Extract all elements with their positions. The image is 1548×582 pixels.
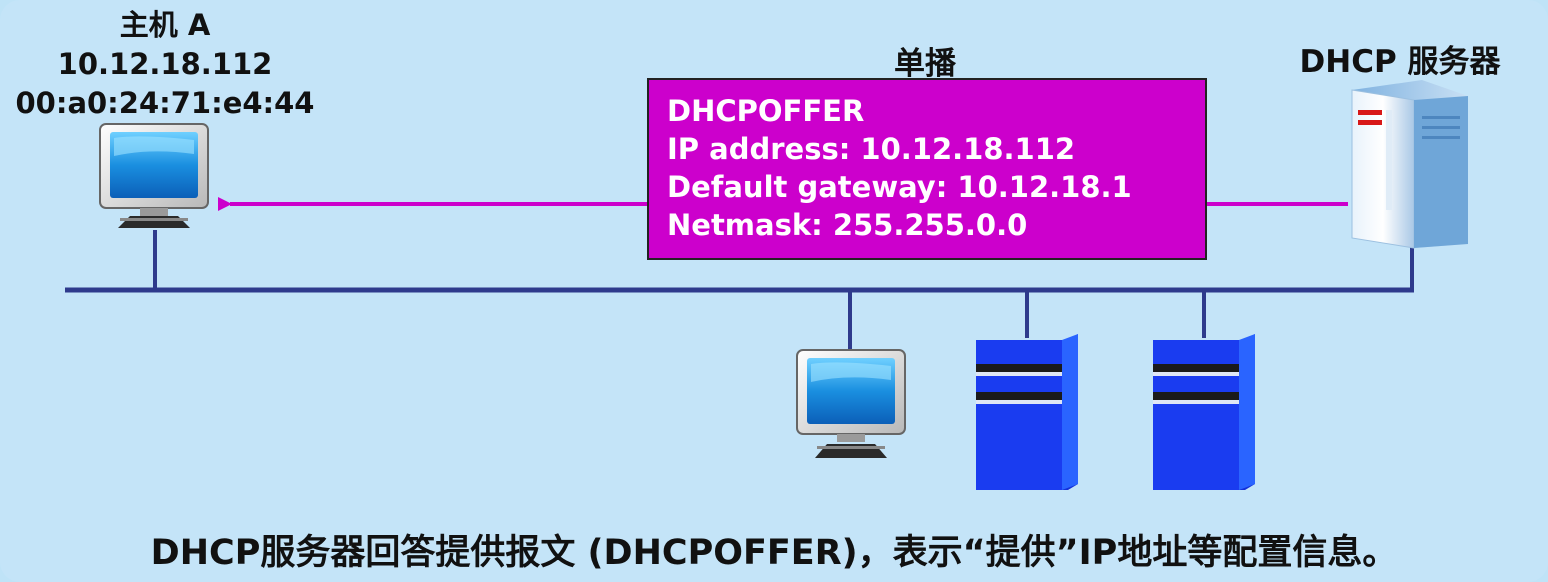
host-a-label: 主机 A 10.12.18.112 00:a0:24:71:e4:44 — [0, 6, 330, 123]
server-tower-icon[interactable] — [976, 334, 1078, 490]
unicast-label: 单播 — [894, 46, 956, 82]
message-netmask: Netmask: 255.255.0.0 — [667, 208, 1028, 242]
host-a-computer-icon[interactable] — [99, 123, 209, 228]
dhcp-server-label: DHCP 服务器 — [1299, 44, 1501, 80]
message-default-gateway: Default gateway: 10.12.18.1 — [667, 170, 1132, 204]
server-tower-icon[interactable] — [1153, 334, 1255, 490]
dhcp-server-tower-icon[interactable] — [1351, 80, 1468, 249]
message-type: DHCPOFFER — [667, 94, 865, 128]
host-a-mac: 00:a0:24:71:e4:44 — [15, 86, 315, 120]
computer-monitor-icon[interactable] — [796, 349, 906, 458]
dhcpoffer-message-box: DHCPOFFER IP address: 10.12.18.112 Defau… — [647, 78, 1207, 260]
host-a-name: 主机 A — [119, 8, 211, 42]
network-bus — [65, 230, 1414, 352]
diagram-caption: DHCP服务器回答提供报文 (DHCPOFFER)，表示“提供”IP地址等配置信… — [150, 533, 1398, 573]
host-a-ip: 10.12.18.112 — [57, 47, 273, 81]
message-ip-address: IP address: 10.12.18.112 — [667, 132, 1076, 166]
